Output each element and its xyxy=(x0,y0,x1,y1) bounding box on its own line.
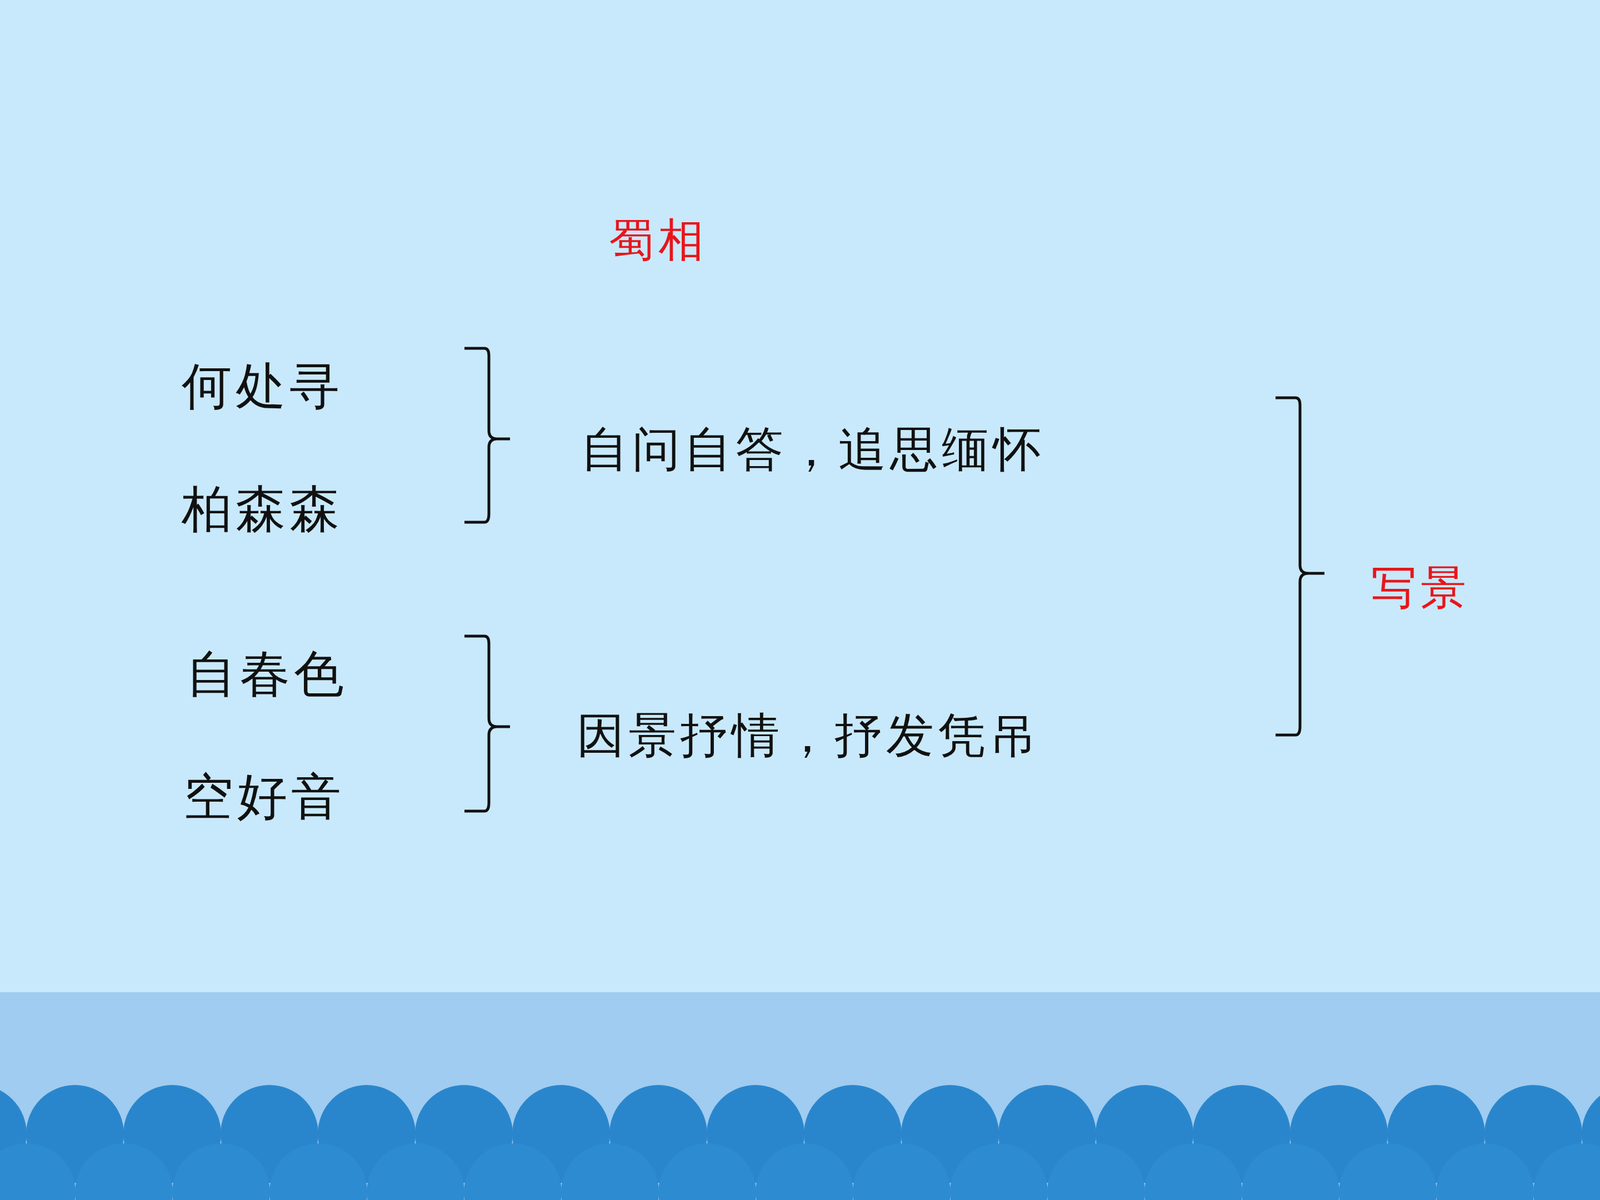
analysis-note: 因景抒情，抒发凭吊 xyxy=(576,708,1042,762)
bracket xyxy=(464,348,510,523)
brackets xyxy=(464,348,1325,812)
wave-scallop xyxy=(658,1143,757,1200)
wave-scallop xyxy=(1338,1143,1437,1200)
wave-scallop xyxy=(852,1143,951,1200)
wave-scallop xyxy=(366,1143,465,1200)
wave-scallop xyxy=(463,1143,562,1200)
bracket xyxy=(1275,397,1325,735)
poem-phrase: 空好音 xyxy=(183,768,346,824)
slide-title: 蜀相 xyxy=(608,215,708,265)
poem-phrase: 何处寻 xyxy=(181,358,344,414)
summary-label: 写景 xyxy=(1371,562,1470,613)
wave-scallop xyxy=(75,1143,173,1200)
wave-scallop xyxy=(1436,1143,1534,1200)
poem-phrase: 柏森森 xyxy=(181,481,344,537)
sky-band xyxy=(0,0,1600,993)
wave-scallop xyxy=(1144,1143,1243,1200)
poem-phrase: 自春色 xyxy=(186,646,349,702)
wave-scallops xyxy=(0,1085,1600,1200)
wave-scallop xyxy=(1533,1143,1600,1200)
wave-scallop xyxy=(172,1143,270,1200)
wave-scallop xyxy=(1047,1143,1145,1200)
analysis-note: 自问自答，追思缅怀 xyxy=(580,422,1045,476)
wave-scallop xyxy=(0,1143,76,1200)
bracket xyxy=(464,636,510,812)
wave-scallop xyxy=(561,1143,659,1200)
wave-scallop xyxy=(755,1143,854,1200)
wave-scallop xyxy=(950,1143,1048,1200)
wave-scallop xyxy=(269,1143,368,1200)
wave-scallop xyxy=(1241,1143,1340,1200)
